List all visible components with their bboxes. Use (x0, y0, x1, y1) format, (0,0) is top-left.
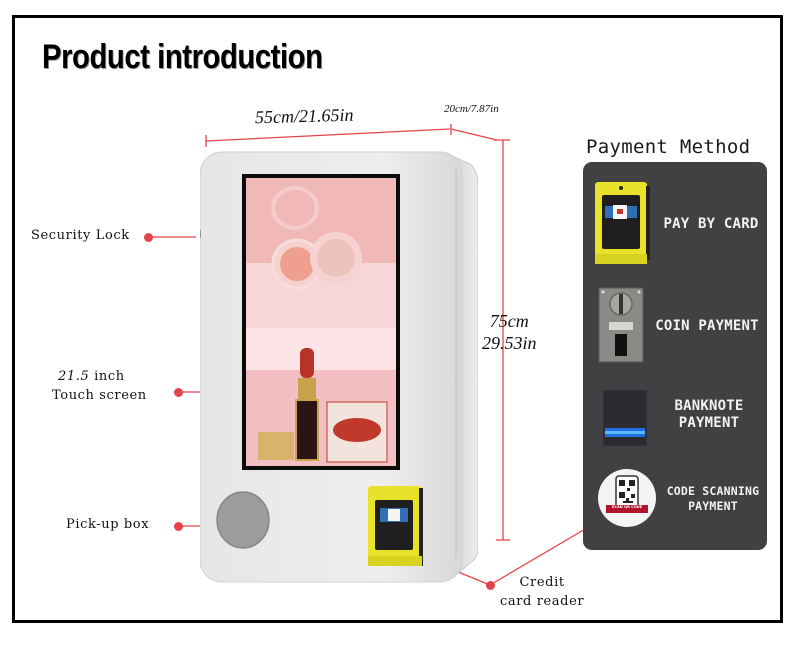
depth-dimension: 20cm/7.87in (444, 103, 499, 115)
pickup-dot (174, 522, 183, 531)
security-lock-label: Security Lock (31, 228, 130, 243)
payment-method-qr: SCAN QR CODE CODE SCANNING PAYMENT (583, 462, 767, 552)
height-dimension: 75cm 29.53in (482, 310, 537, 354)
coin-payment-label: COIN PAYMENT (655, 318, 759, 334)
credit-card-reader (368, 486, 423, 566)
card-reader-line1: Credit (519, 575, 565, 590)
security-lock (200, 230, 201, 238)
screen-label: Touch screen (52, 388, 147, 403)
coin-mechanism-icon (598, 287, 644, 363)
height-cm: 75cm (489, 311, 529, 331)
payment-method-card: PAY BY CARD (583, 180, 767, 270)
card-reader-leader-b (489, 524, 593, 586)
depth-dimension-line (450, 128, 498, 141)
pay-by-card-label: PAY BY CARD (663, 216, 759, 232)
screen-size: 21.5 (58, 369, 90, 384)
card-reader-dot (486, 581, 495, 590)
security-lock-dot (144, 233, 153, 242)
page-title: Product introduction (42, 38, 323, 76)
pickup-box (216, 491, 270, 549)
touch-screen-label: 21.5 inch Touch screen (52, 367, 147, 405)
card-reader-label: Credit card reader (500, 573, 584, 611)
qr-code-icon (598, 469, 656, 527)
vending-machine-illustration (200, 151, 478, 583)
height-in: 29.53in (482, 333, 537, 353)
qr-badge-text: SCAN QR CODE (611, 505, 643, 509)
pickup-box-label: Pick-up box (66, 517, 150, 532)
screen-unit: inch (94, 369, 125, 384)
banknote-payment-label: BANKNOTE PAYMENT (674, 398, 744, 431)
payment-method-panel: PAY BY CARD COIN PAYMENT BANKNOTE PAYMEN… (583, 162, 767, 550)
page-frame (12, 15, 783, 623)
width-dimension-line (205, 128, 451, 142)
payment-method-title: Payment Method (586, 136, 751, 158)
code-scanning-label: CODE SCANNING PAYMENT (666, 484, 760, 513)
touch-screen (242, 174, 400, 470)
card-reader-icon (595, 182, 650, 264)
width-dimension: 55cm/21.65in (254, 104, 354, 128)
banknote-acceptor-icon (602, 389, 648, 447)
payment-method-banknote: BANKNOTE PAYMENT (583, 384, 767, 474)
card-reader-line2: card reader (500, 594, 585, 609)
payment-method-coin: COIN PAYMENT (583, 284, 767, 374)
screen-dot (174, 388, 183, 397)
